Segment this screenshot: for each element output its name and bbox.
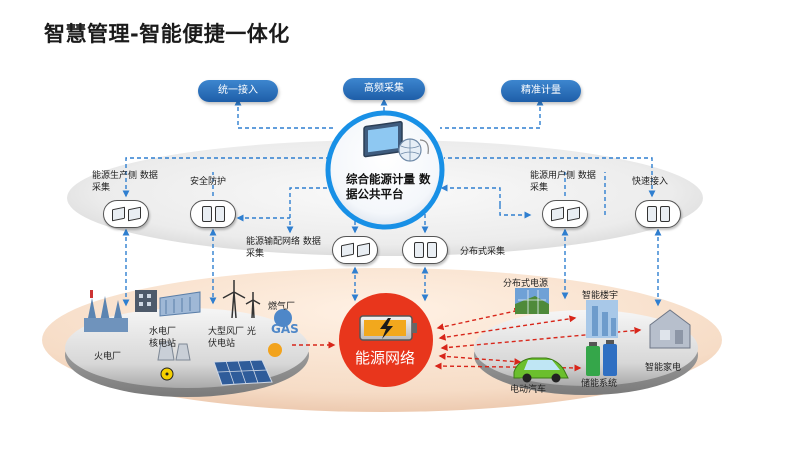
gas-plant-icon xyxy=(268,309,292,357)
thermal-plant-icon xyxy=(84,290,128,332)
pill-high-frequency-collection: 高频采集 xyxy=(343,78,425,100)
label-smart-home: 智能家电 xyxy=(645,363,682,373)
label-storage-system: 储能系统 xyxy=(581,379,618,389)
page-title: 智慧管理-智能便捷一体化 xyxy=(44,22,290,46)
transmission-terminal-icon xyxy=(332,236,378,264)
platform-title: 综合能源计量 数据公共平台 xyxy=(346,172,431,201)
computer-icon xyxy=(363,121,429,162)
wind-turbine-icon xyxy=(222,280,261,319)
solar-panel-icon xyxy=(213,359,273,386)
hydro-dam-icon xyxy=(159,291,201,317)
label-thermal-plant: 火电厂 xyxy=(94,352,122,362)
security-device-icon xyxy=(190,200,236,228)
factory-icon xyxy=(135,290,157,312)
electric-car-icon xyxy=(513,357,569,383)
label-hydro-nuclear: 水电厂 核电站 xyxy=(149,327,177,349)
distributed-power-icon xyxy=(515,288,549,314)
data-links xyxy=(122,98,662,307)
battery-icon xyxy=(359,315,417,341)
label-electric-vehicle: 电动汽车 xyxy=(510,385,547,395)
label-distributed-power: 分布式电源 xyxy=(503,279,549,289)
storage-battery-icon xyxy=(586,340,617,376)
label-fast-access: 快速接入 xyxy=(632,177,669,187)
label-wind-solar: 大型风厂 光伏电站 xyxy=(208,327,256,349)
pill-precise-metering: 精准计量 xyxy=(501,80,581,102)
label-user-side: 能源用户侧 数据采集 xyxy=(530,171,596,193)
smart-building-icon xyxy=(586,300,618,338)
nuclear-plant-icon xyxy=(157,341,191,381)
user-terminal-icon xyxy=(542,200,588,228)
label-distributed-collection: 分布式采集 xyxy=(460,247,506,257)
smart-home-icon xyxy=(649,309,691,349)
label-production-side: 能源生产侧 数据采集 xyxy=(92,171,158,193)
distributed-device-icon xyxy=(402,236,448,264)
label-security: 安全防护 xyxy=(190,177,227,187)
pill-unified-access: 统一接入 xyxy=(198,80,278,102)
production-terminal-icon xyxy=(103,200,149,228)
label-transmission: 能源输配网络 数据采集 xyxy=(246,237,321,259)
gas-logo: GAS xyxy=(271,322,299,336)
fast-access-device-icon xyxy=(635,200,681,228)
label-gas-plant: 燃气厂 xyxy=(268,302,296,312)
label-smart-building: 智能楼宇 xyxy=(582,291,619,301)
energy-network-label: 能源网络 xyxy=(354,349,415,367)
